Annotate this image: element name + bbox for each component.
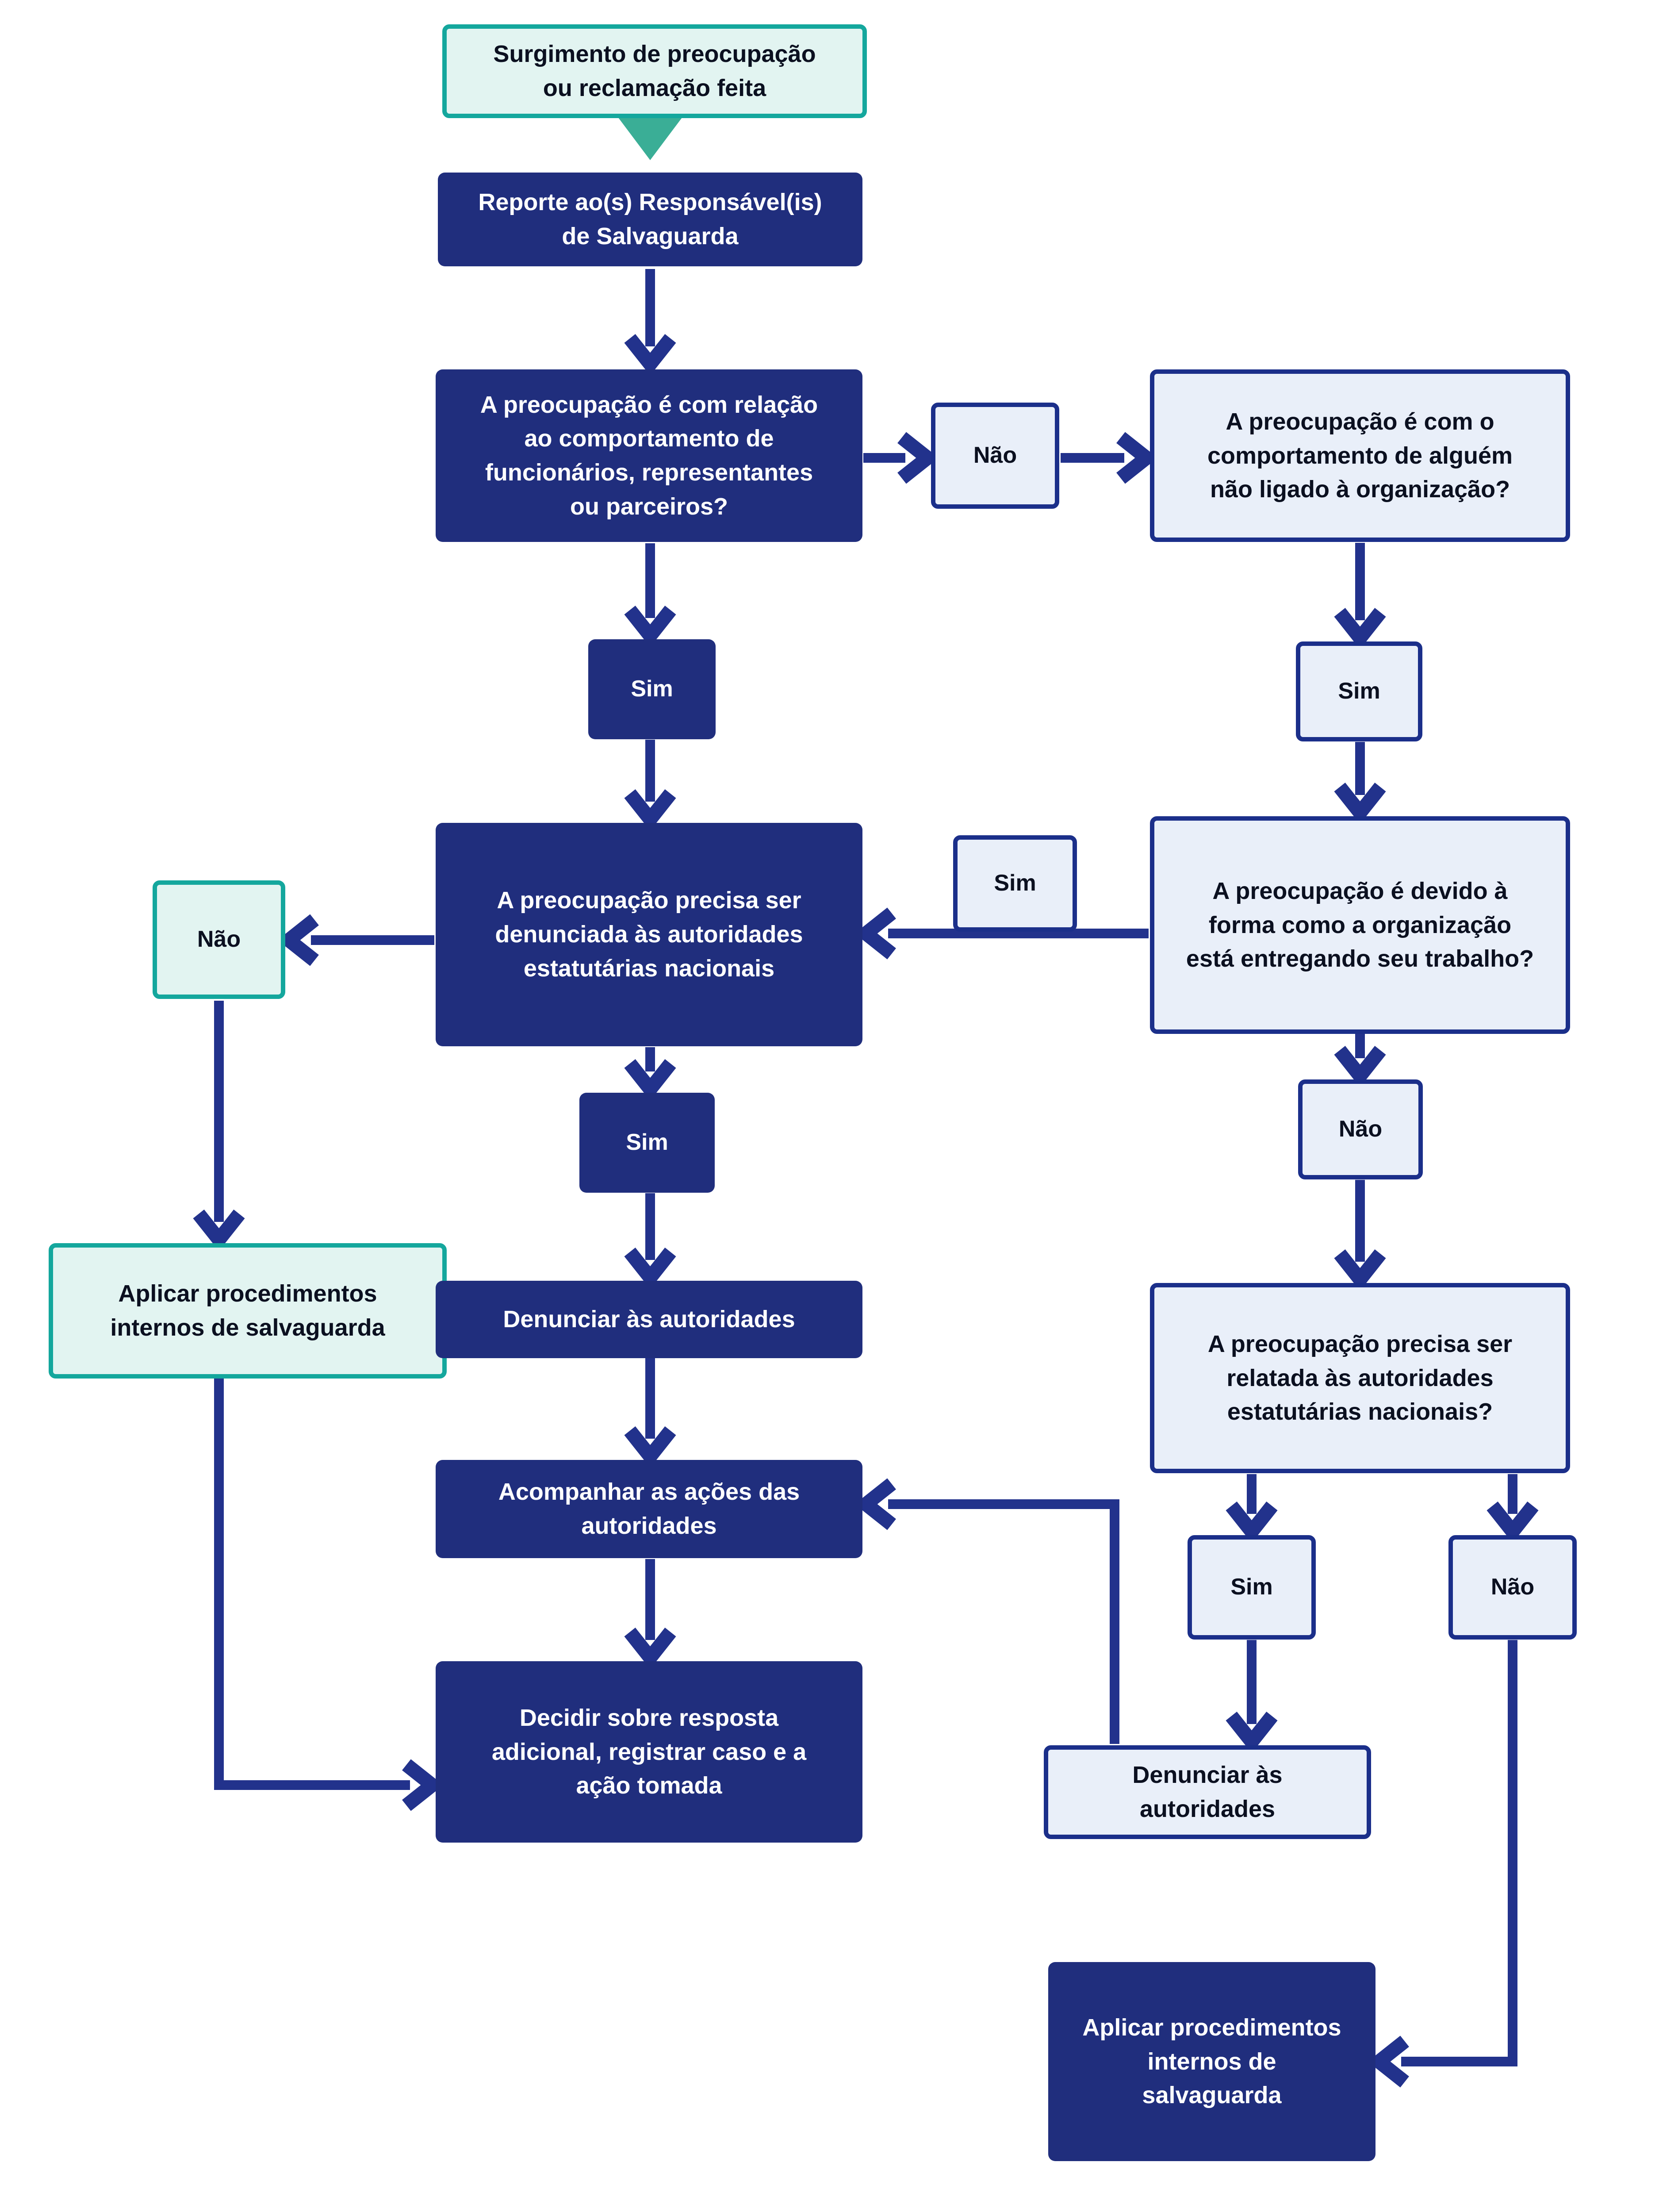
node-label: Sim <box>1230 1574 1273 1600</box>
arrow-no-mint-to-apply-left <box>193 1001 245 1251</box>
arrow-q-delivery-to-q-denounce <box>854 907 1149 960</box>
node-q-org-delivery: A preocupação é devido à forma como a or… <box>1150 816 1570 1034</box>
node-yes-light-3: Sim <box>1188 1535 1316 1640</box>
arrow-report-to-q-behavior <box>624 269 676 376</box>
elbow-apply-left-to-decide <box>214 1377 444 1811</box>
node-report-safeguarding-lead: Reporte ao(s) Responsável(is) de Salvagu… <box>438 173 862 266</box>
node-follow-up-actions: Acompanhar as ações das autoridades <box>436 1460 862 1558</box>
arrow-q-behavior-to-no1 <box>863 432 939 484</box>
arrow-yes1-to-q-denounce <box>624 740 676 831</box>
node-q-behavior: A preocupação é com relação ao comportam… <box>436 369 862 542</box>
node-label: Aplicar procedimentos internos de salvag… <box>110 1280 385 1341</box>
node-no-light-2: Não <box>1298 1079 1423 1179</box>
arrow-no-light2-to-q-statutory <box>1334 1180 1386 1291</box>
node-label: Não <box>973 442 1017 469</box>
arrow-q-delivery-to-no-light2 <box>1334 1034 1386 1087</box>
node-denounce-authorities-light: Denunciar às autoridades <box>1044 1745 1371 1839</box>
node-label: Denunciar às autoridades <box>1132 1762 1283 1822</box>
node-q-outside-org: A preocupação é com o comportamento de a… <box>1150 369 1570 542</box>
node-label: Sim <box>631 676 673 702</box>
node-label: Não <box>1490 1574 1535 1600</box>
node-decide-response: Decidir sobre resposta adicional, regist… <box>436 1661 862 1843</box>
node-q-statutory-authorities: A preocupação precisa ser relatada às au… <box>1150 1283 1570 1473</box>
node-label: A preocupação é com relação ao comportam… <box>480 391 818 520</box>
start-arrow-triangle <box>618 118 682 160</box>
node-label: Aplicar procedimentos internos de salvag… <box>1082 2014 1341 2109</box>
node-label: Não <box>197 926 241 952</box>
node-label: Acompanhar as ações das autoridades <box>498 1479 800 1539</box>
node-apply-internal-left: Aplicar procedimentos internos de salvag… <box>49 1243 447 1379</box>
node-label: Reporte ao(s) Responsável(is) de Salvagu… <box>478 189 822 250</box>
arrow-q-denounce-to-no-mint <box>277 914 434 966</box>
node-q-denounce-authorities: A preocupação precisa ser denunciada às … <box>436 823 862 1046</box>
node-label: A preocupação é com o comportamento de a… <box>1207 408 1513 503</box>
node-label: Sim <box>994 870 1036 896</box>
node-yes-label-delivery: Sim <box>953 835 1077 932</box>
node-label: Sim <box>1338 678 1380 704</box>
node-yes-dark-2: Sim <box>579 1093 715 1193</box>
node-apply-internal-bottom: Aplicar procedimentos internos de salvag… <box>1048 1962 1375 2161</box>
arrow-no1-to-q-outside <box>1061 432 1158 484</box>
arrow-follow-to-decide <box>624 1559 676 1669</box>
arrow-q-behavior-to-yes1 <box>624 543 676 647</box>
node-label: A preocupação precisa ser denunciada às … <box>495 887 803 982</box>
arrow-yes-light3-to-denounce-light <box>1226 1640 1278 1753</box>
arrow-q-statutory-to-no-light3 <box>1487 1474 1539 1543</box>
elbow-no-light3-to-apply-bottom <box>1368 1640 1517 2088</box>
arrow-yes-light1-to-q-delivery <box>1334 742 1386 824</box>
arrow-q-statutory-to-yes-light3 <box>1226 1474 1278 1543</box>
node-start: Surgimento de preocupação ou reclamação … <box>442 24 867 118</box>
elbow-denounce-light-to-follow <box>854 1478 1119 1744</box>
node-label: Surgimento de preocupação ou reclamação … <box>493 41 816 101</box>
node-yes-light-1: Sim <box>1296 641 1422 741</box>
node-label: A preocupação é devido à forma como a or… <box>1186 877 1534 972</box>
node-no-1: Não <box>931 403 1059 509</box>
node-label: Decidir sobre resposta adicional, regist… <box>491 1704 807 1799</box>
node-yes-dark-1: Sim <box>588 639 716 739</box>
arrow-denounce-to-follow <box>624 1358 676 1468</box>
node-denounce-authorities-dark: Denunciar às autoridades <box>436 1281 862 1358</box>
node-label: Não <box>1338 1116 1383 1142</box>
arrow-q-denounce-to-yes2 <box>624 1047 676 1101</box>
node-no-mint: Não <box>153 880 285 999</box>
node-label: Denunciar às autoridades <box>503 1306 795 1333</box>
arrow-yes2-to-denounce <box>624 1193 676 1289</box>
node-no-light-3: Não <box>1448 1535 1577 1640</box>
node-label: A preocupação precisa ser relatada às au… <box>1207 1330 1513 1425</box>
node-label: Sim <box>626 1129 668 1156</box>
arrow-q-outside-to-yes-light1 <box>1334 543 1386 649</box>
